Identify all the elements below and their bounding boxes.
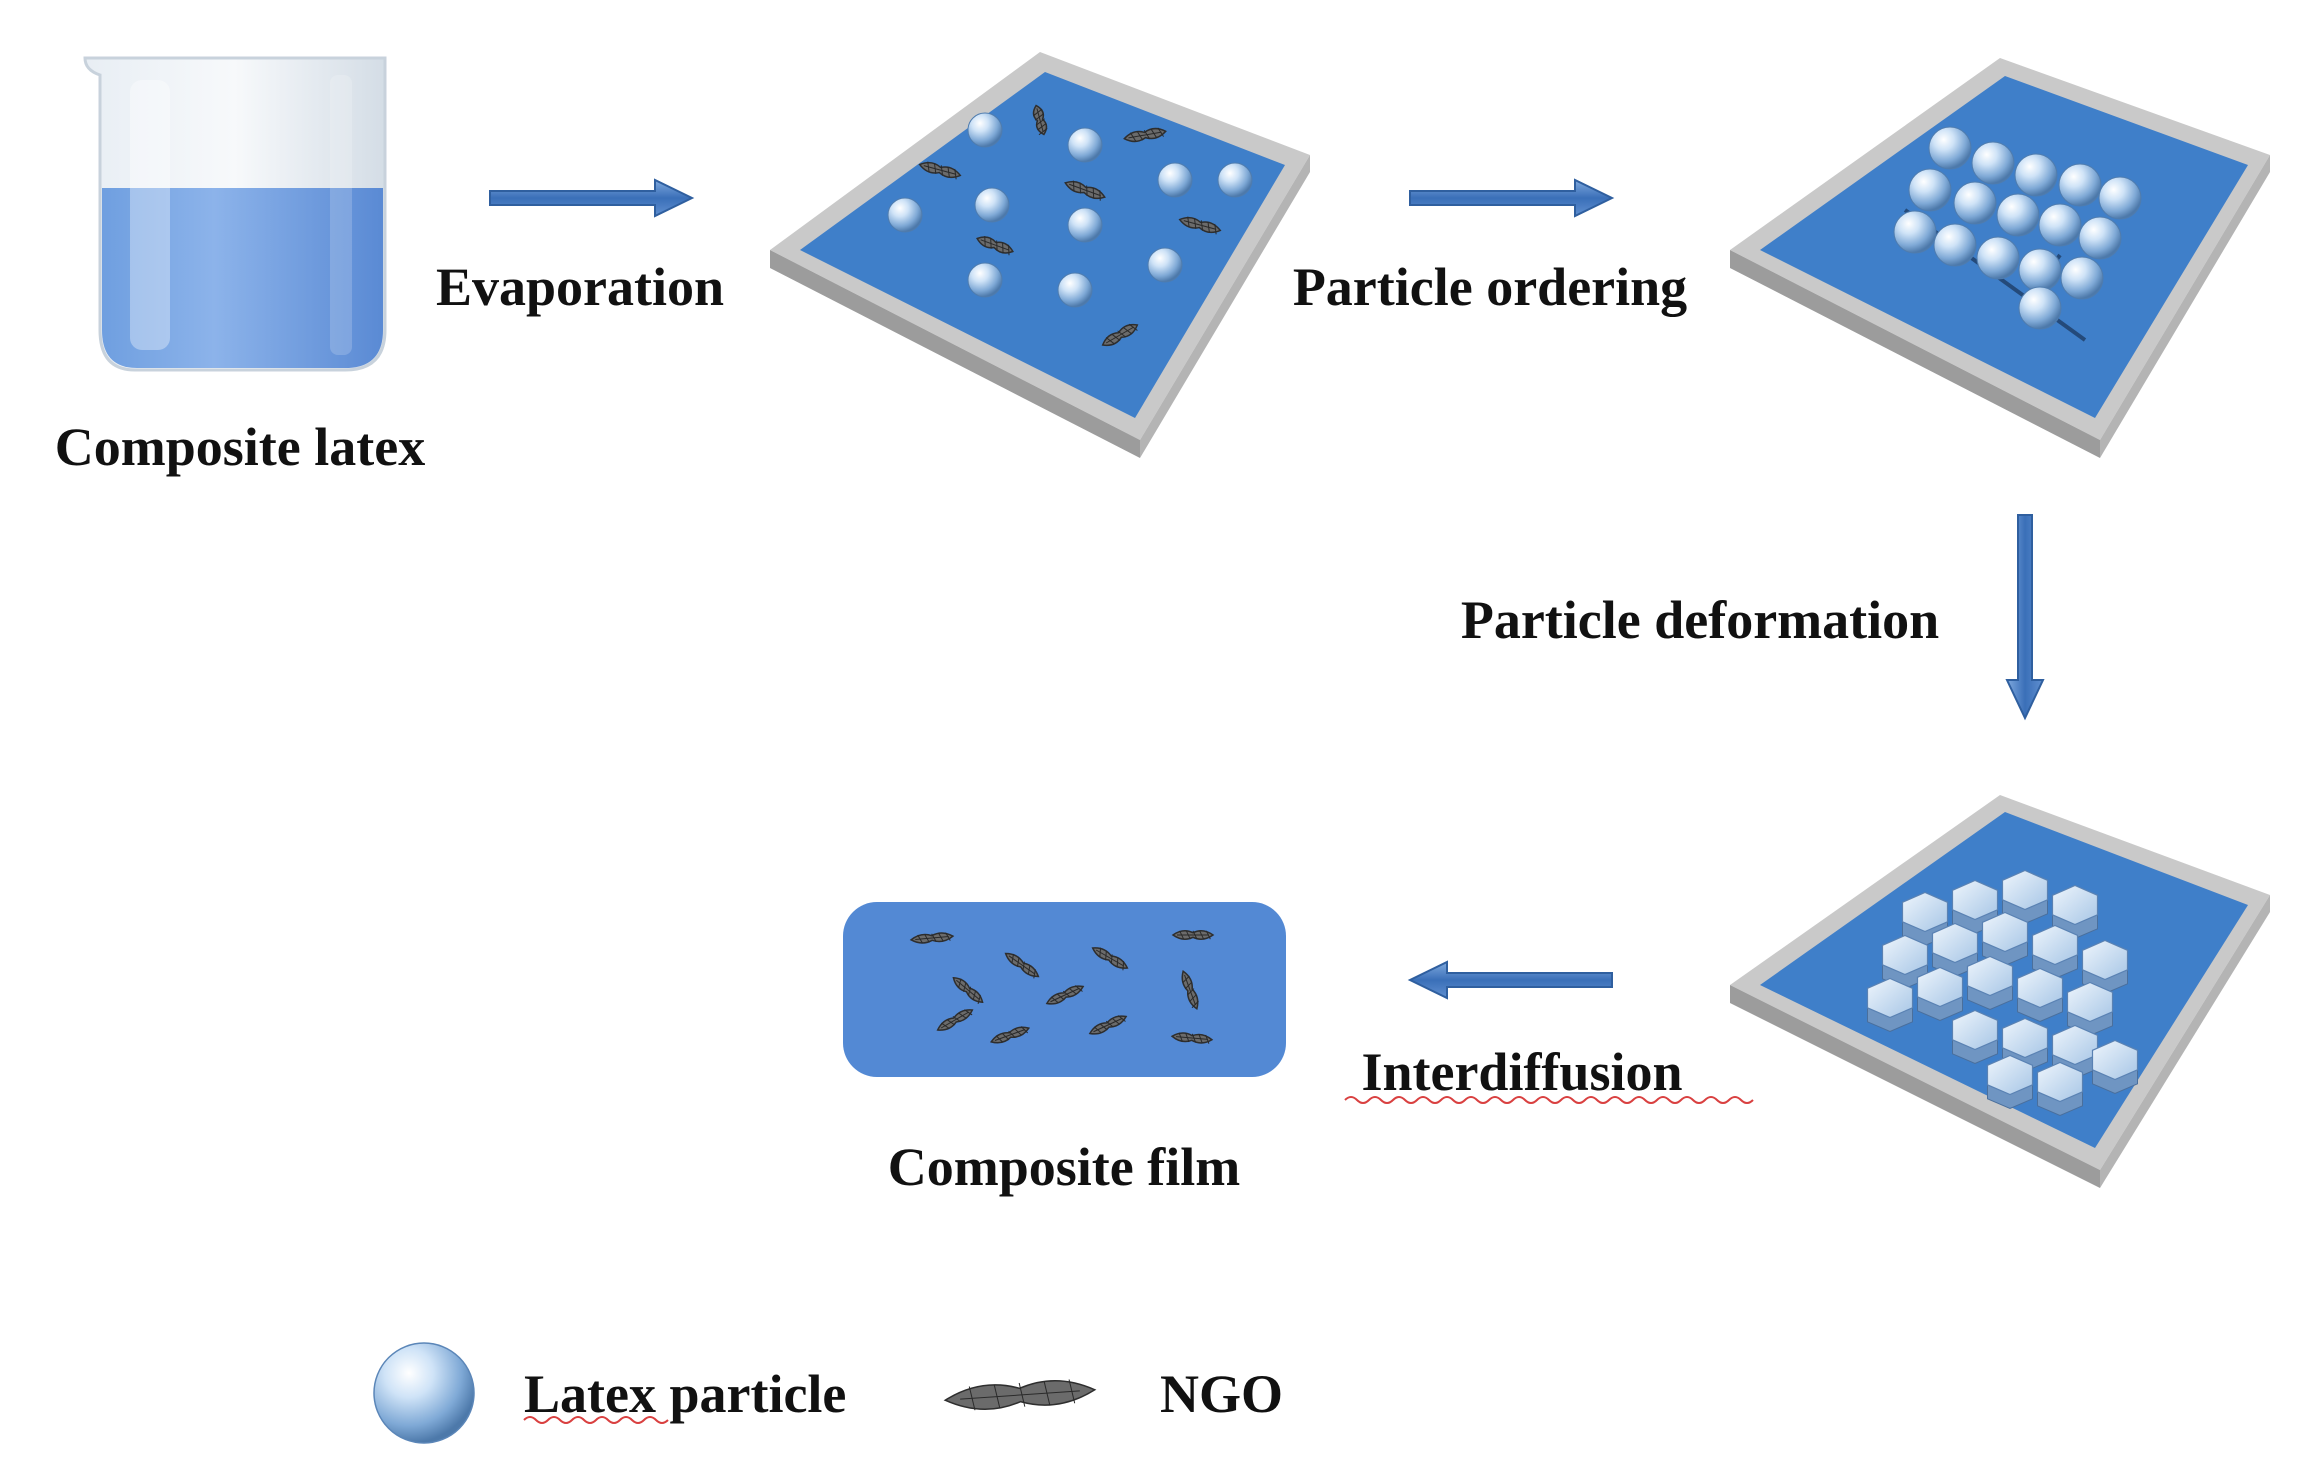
deformed-particle <box>2038 1063 2083 1116</box>
composite-film <box>843 902 1286 1077</box>
latex-particle <box>1158 163 1192 197</box>
legend-ngo-label: NGO <box>1160 1364 1283 1424</box>
deformed-particle <box>1968 957 2013 1010</box>
beaker-icon <box>85 58 385 370</box>
legend: Latex particle NGO <box>374 1343 1283 1443</box>
evaporation-arrow <box>490 180 692 216</box>
particle-deformation-label: Particle deformation <box>1461 590 1939 650</box>
latex-particle <box>888 198 922 232</box>
latex-particle <box>2019 249 2061 291</box>
evaporation-label: Evaporation <box>436 257 724 317</box>
latex-particle <box>1954 182 1996 224</box>
latex-particle <box>1909 169 1951 211</box>
latex-particle <box>2059 164 2101 206</box>
composite-latex-label: Composite latex <box>55 417 425 477</box>
interdiffusion-arrow <box>1410 962 1612 998</box>
latex-particle <box>2015 154 2057 196</box>
deformed-particle <box>2093 1041 2138 1094</box>
latex-particle <box>1148 248 1182 282</box>
latex-particle <box>1068 128 1102 162</box>
deformed-particle <box>1868 979 1913 1032</box>
latex-particle <box>968 113 1002 147</box>
interdiffusion-label: Interdiffusion <box>1361 1042 1682 1102</box>
latex-particle <box>1977 237 2019 279</box>
particle-ordering-label: Particle ordering <box>1293 257 1687 317</box>
particle-ordering-arrow <box>1410 180 1612 216</box>
latex-particle <box>1972 142 2014 184</box>
latex-particle <box>1894 211 1936 253</box>
ngo-legend-icon <box>944 1378 1095 1412</box>
latex-particle <box>2099 177 2141 219</box>
deformed-particle <box>2018 969 2063 1022</box>
latex-particle <box>968 263 1002 297</box>
latex-particle <box>2061 257 2103 299</box>
latex-particle <box>1997 194 2039 236</box>
legend-latex-particle-label: Latex particle <box>524 1364 846 1424</box>
particle-deformation-arrow <box>2007 515 2043 718</box>
deformed-particle <box>1918 968 1963 1021</box>
latex-particle <box>1934 224 1976 266</box>
latex-particle <box>975 188 1009 222</box>
deformed-particle <box>1953 1011 1998 1064</box>
latex-particle-legend-icon <box>374 1343 474 1443</box>
deformed-particle <box>1988 1056 2033 1109</box>
latex-particle <box>1929 127 1971 169</box>
latex-particle <box>2039 204 2081 246</box>
latex-particle <box>1068 208 1102 242</box>
ngo-sheet <box>944 1378 1095 1412</box>
latex-particle <box>2079 217 2121 259</box>
latex-particle <box>2019 287 2061 329</box>
latex-particle <box>1218 163 1252 197</box>
composite-film-label: Composite film <box>888 1137 1240 1197</box>
ngo-sheet <box>1173 931 1213 939</box>
latex-particle <box>1058 273 1092 307</box>
